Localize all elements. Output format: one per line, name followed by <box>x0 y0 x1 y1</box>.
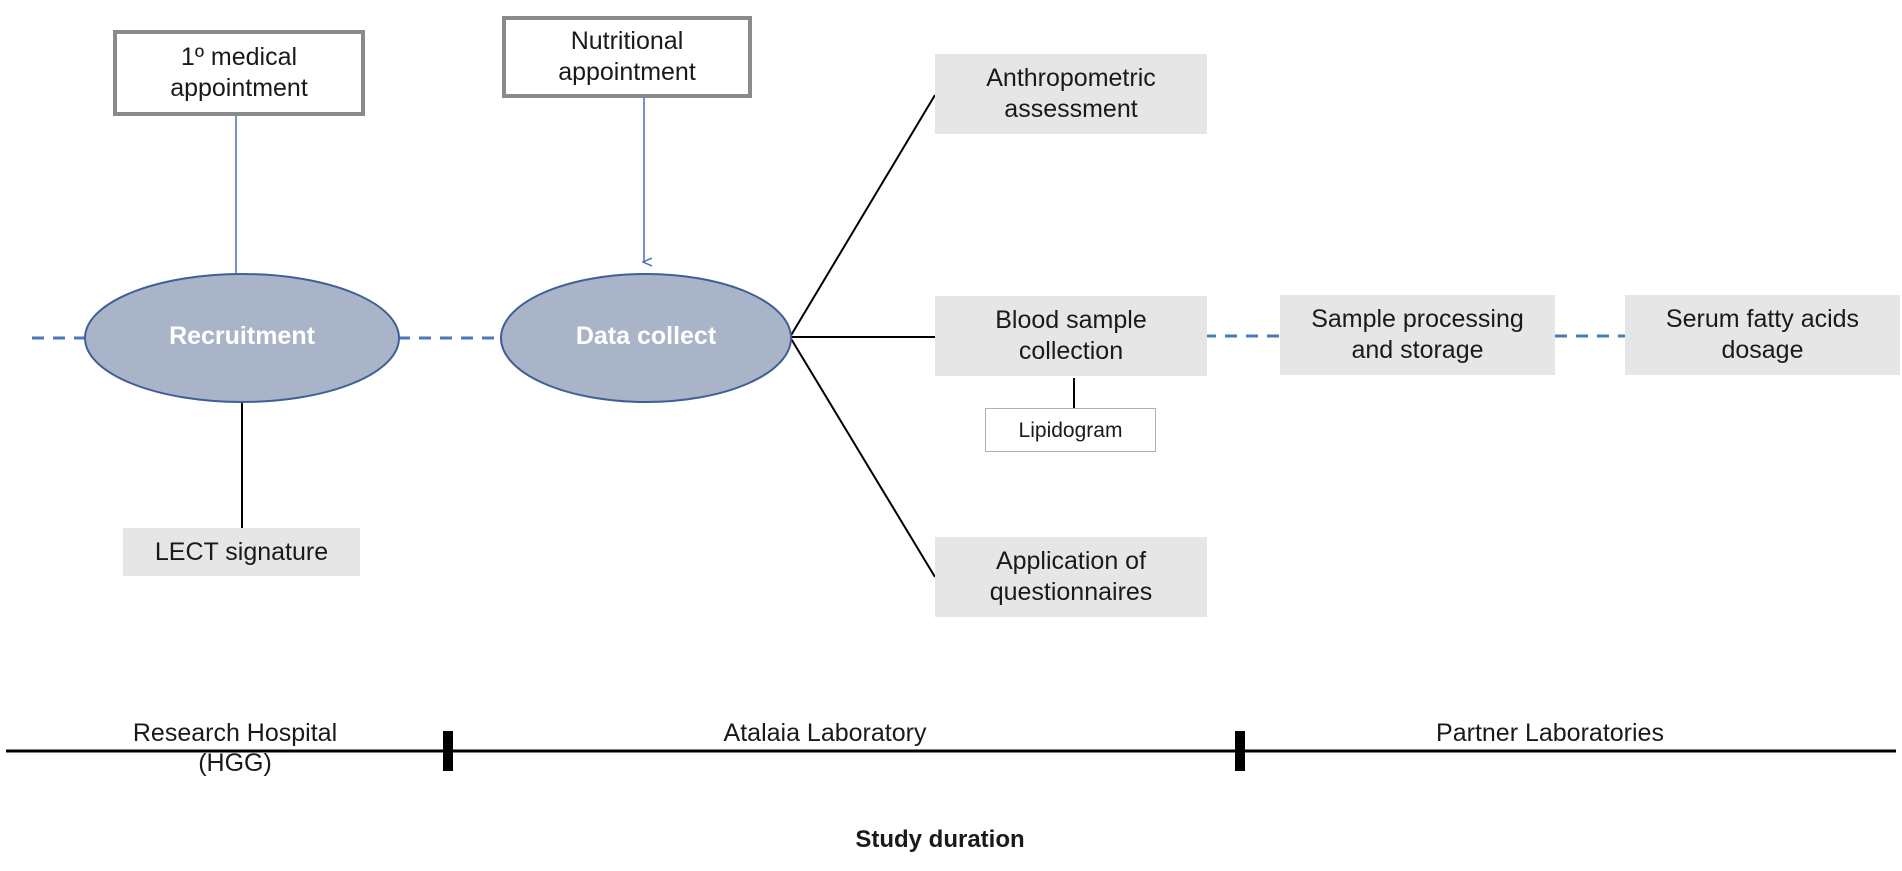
blood-sample-box: Blood sample collection <box>935 296 1207 376</box>
questionnaires-box: Application of questionnaires <box>935 537 1207 617</box>
data-collect-node <box>500 273 792 403</box>
medical-appointment-label: 1º medical appointment <box>170 43 308 102</box>
lect-signature-label: LECT signature <box>154 537 329 566</box>
sample-processing-box: Sample processing and storage <box>1280 295 1555 375</box>
nutritional-appointment-box: Nutritional appointment <box>502 16 752 98</box>
nutritional-appointment-label: Nutritional appointment <box>558 27 696 86</box>
recruitment-node <box>84 273 400 403</box>
recruitment-label: Recruitment <box>169 322 315 350</box>
lect-signature-box: LECT signature <box>123 528 360 576</box>
sample-processing-label: Sample processing and storage <box>1311 305 1524 364</box>
lipidogram-label: Lipidogram <box>1018 418 1123 442</box>
timeline-label-research-hospital: Research Hospital (HGG) <box>132 719 338 777</box>
data-collect-label: Data collect <box>575 322 717 350</box>
questionnaires-label: Application of questionnaires <box>989 547 1153 606</box>
timeline-title: Study duration <box>855 826 1025 853</box>
serum-fatty-acids-box: Serum fatty acids dosage <box>1625 295 1900 375</box>
timeline-label-partner: Partner Laboratories <box>1436 719 1664 747</box>
timeline-label-atalaia: Atalaia Laboratory <box>723 719 927 747</box>
blood-sample-label: Blood sample collection <box>995 306 1147 365</box>
line-datacollect-to-questionnaires <box>789 336 936 578</box>
timeline-divider-1 <box>443 731 453 771</box>
anthropometric-label: Anthropometric assessment <box>986 64 1156 123</box>
line-datacollect-to-anthropometric <box>789 94 936 338</box>
timeline-divider-2 <box>1235 731 1245 771</box>
anthropometric-box: Anthropometric assessment <box>935 54 1207 134</box>
serum-fatty-acids-label: Serum fatty acids dosage <box>1665 305 1860 364</box>
medical-appointment-box: 1º medical appointment <box>113 30 365 116</box>
lipidogram-box: Lipidogram <box>985 408 1156 452</box>
